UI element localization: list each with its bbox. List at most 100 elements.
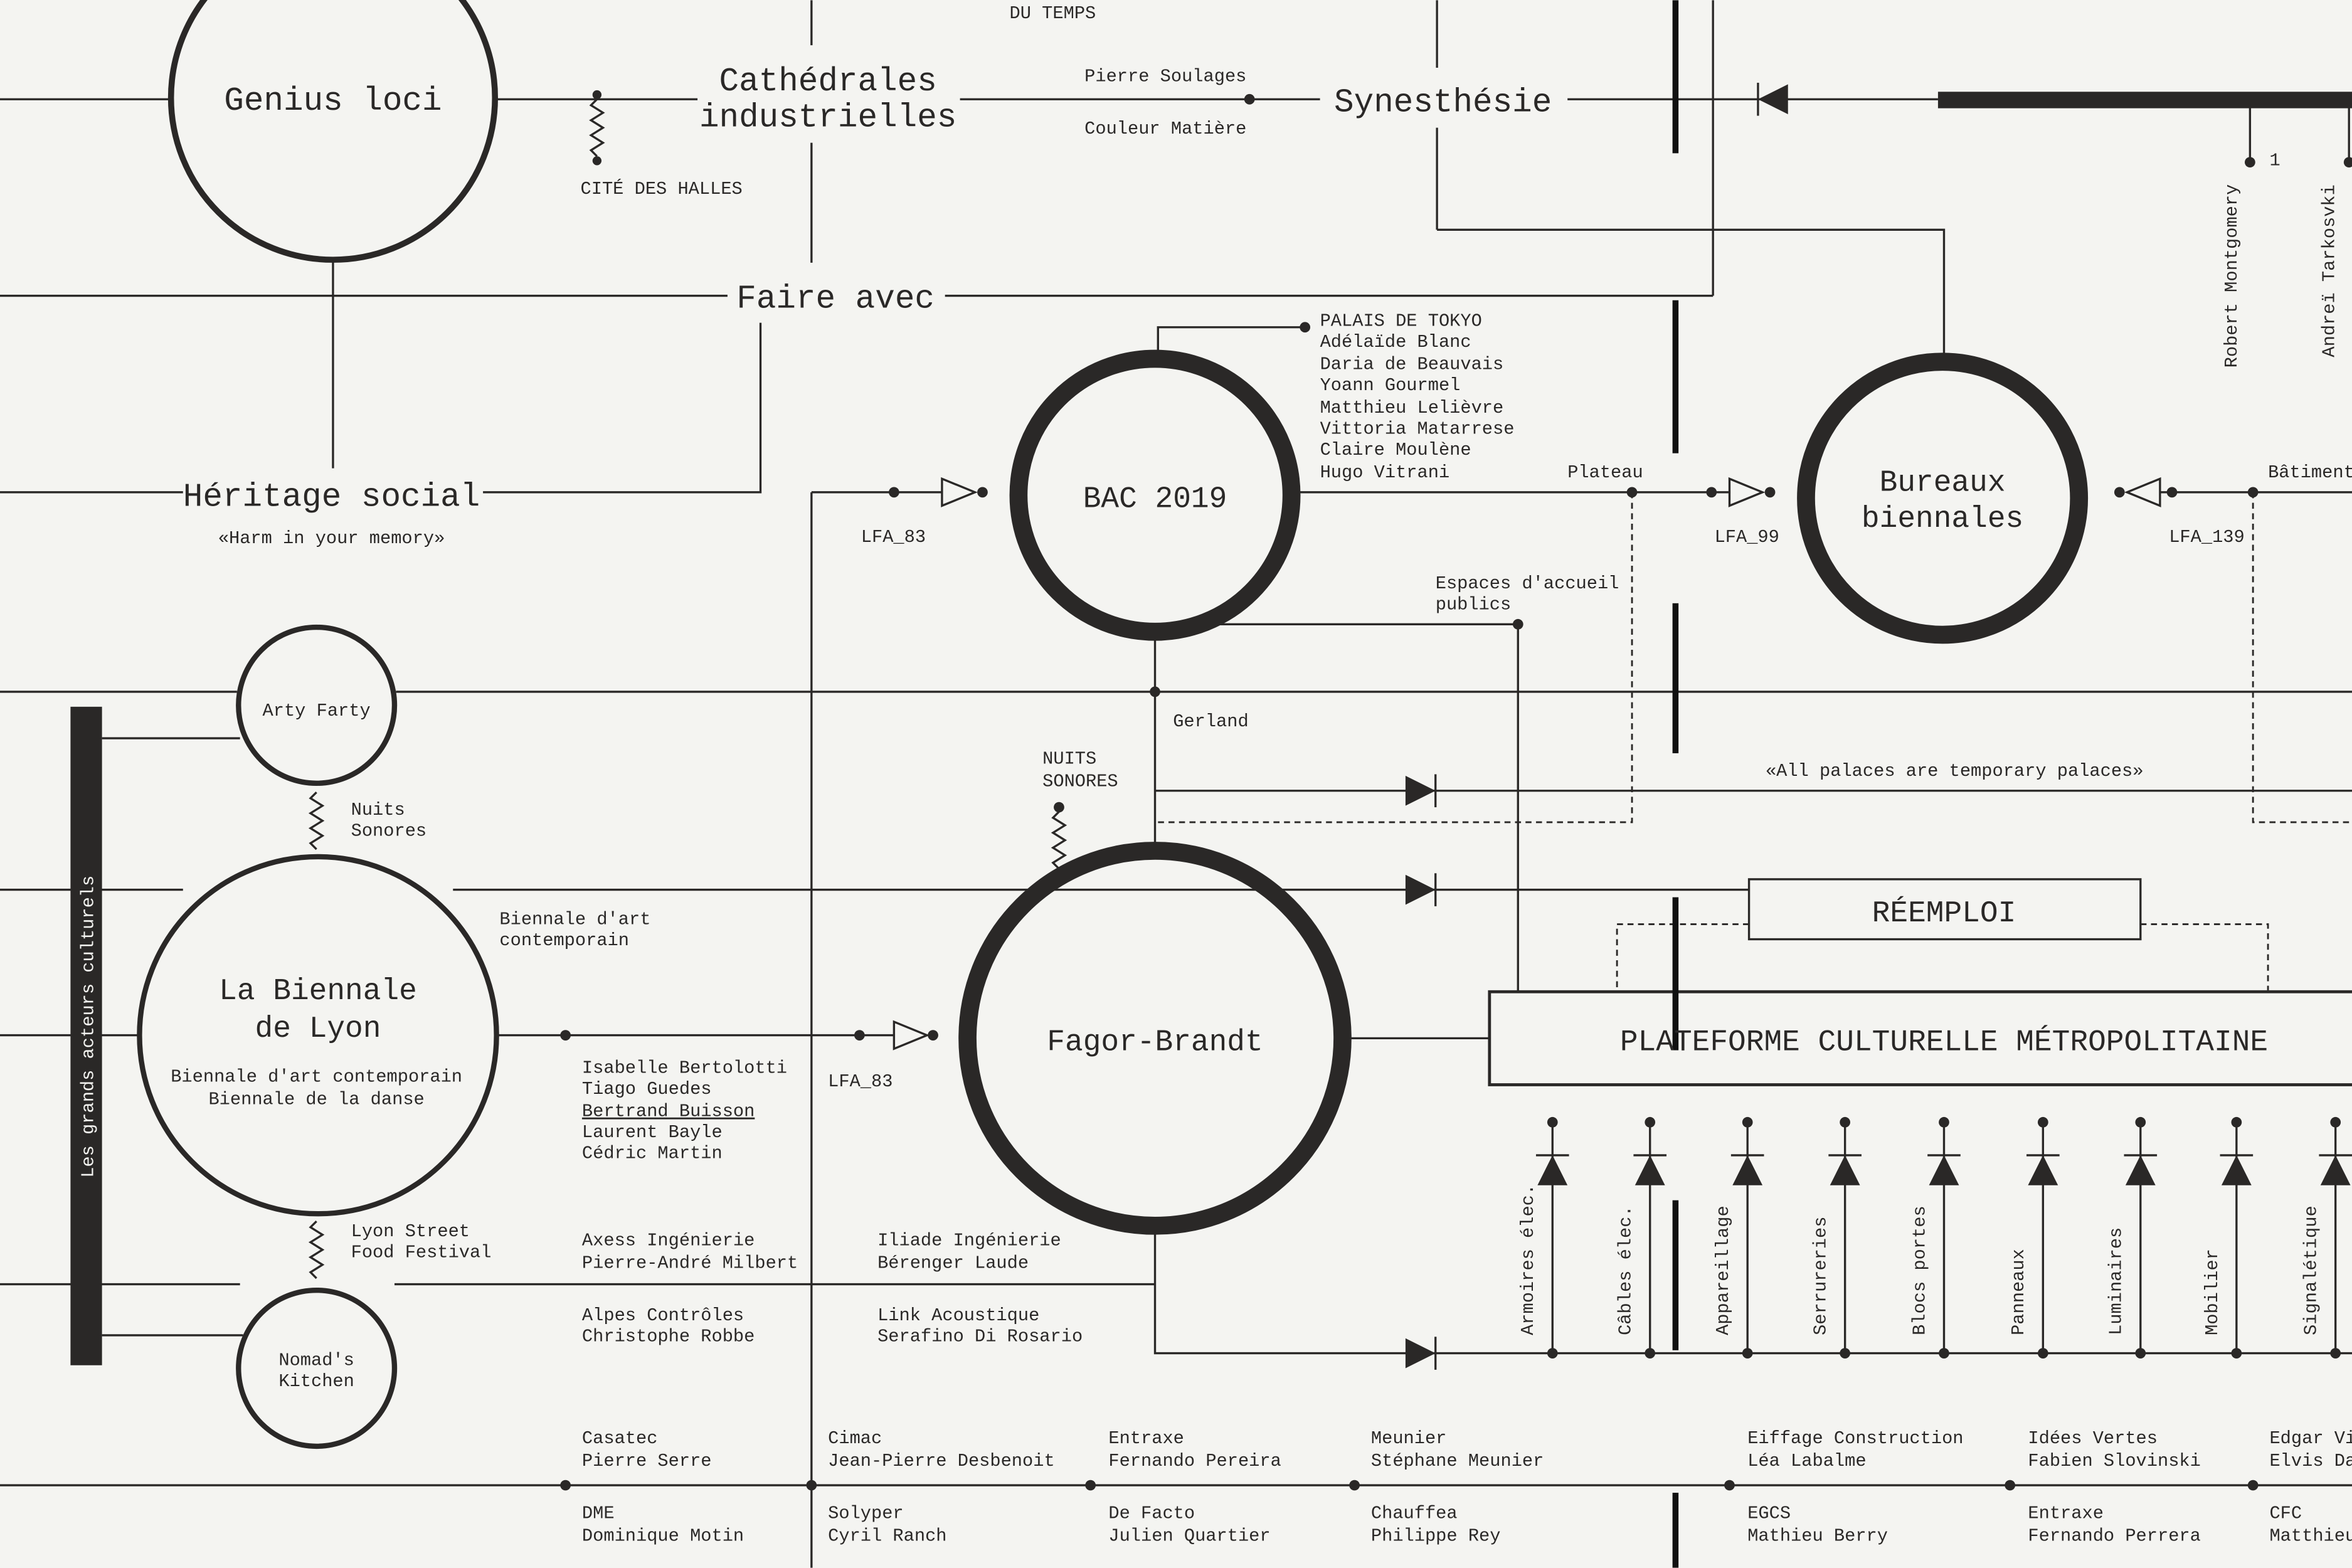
arrow-right-open-icon — [893, 1020, 930, 1051]
contractor-company: Solyper — [828, 1503, 904, 1524]
plateforme-label[interactable]: PLATEFORME CULTURELLE MÉTROPOLITAINE — [1620, 1025, 2268, 1060]
contractor-company: De Facto — [1108, 1503, 1195, 1524]
contractor-company: Idées Vertes — [2028, 1428, 2158, 1449]
contractor-company: Meunier — [1371, 1428, 1447, 1449]
node-circles — [137, 0, 2089, 1449]
heritage-quote: «Harm in your memory» — [218, 528, 445, 549]
biennale-art-1: Biennale d'art — [499, 909, 650, 930]
node-heritage-social[interactable]: Héritage social — [183, 478, 480, 516]
plateau-label: Plateau — [1567, 462, 1643, 483]
node-biennale-1[interactable]: La Biennale — [219, 975, 417, 1009]
contractor-person: Fernando Pereira — [1108, 1451, 1281, 1471]
street-food-2: Food Festival — [351, 1242, 492, 1263]
palais-de-tokyo-list: PALAIS DE TOKYO Adélaïde Blanc Daria de … — [1320, 310, 1515, 483]
contractor-person: Jean-Pierre Desbenoit — [828, 1451, 1055, 1471]
contractor-company: Cimac — [828, 1428, 882, 1449]
espaces-label-2: publics — [1436, 594, 1512, 615]
arrow-up-filled-icon — [1634, 1155, 1665, 1185]
material-dot — [2231, 1116, 2242, 1128]
node-synesthesie[interactable]: Synesthésie — [1334, 83, 1552, 121]
arrow-up-filled-icon — [2028, 1155, 2058, 1185]
node-faire-avec[interactable]: Faire avec — [736, 280, 935, 318]
sidebar-label: Les grands acteurs culturels — [78, 876, 98, 1178]
biennale-art-2: contemporain — [499, 930, 629, 951]
contractor-person: Fernando Perrera — [2028, 1526, 2200, 1547]
contractor-company: EGCS — [1747, 1503, 1791, 1524]
list-item: Hugo Vitrani — [1320, 462, 1450, 483]
node-nomads-2[interactable]: Kitchen — [278, 1371, 354, 1392]
sidebar-bar — [70, 706, 102, 1365]
partner-person: Christophe Robbe — [582, 1326, 755, 1347]
node-nomads-1[interactable]: Nomad's — [278, 1350, 354, 1371]
spring-connectors — [308, 98, 1067, 1279]
node-cathedrales-2[interactable]: industrielles — [699, 98, 956, 136]
material-dot — [1840, 1116, 1851, 1128]
contractor-person: Stéphane Meunier — [1371, 1451, 1544, 1471]
node-arty-farty[interactable]: Arty Farty — [263, 701, 371, 721]
node-genius-loci[interactable]: Genius loci — [224, 82, 442, 120]
node-fagor-brandt[interactable]: Fagor-Brandt — [1047, 1026, 1263, 1060]
biennale-people-list: Isabelle Bertolotti Tiago Guedes Bertran… — [582, 1057, 787, 1163]
node-cathedrales-1[interactable]: Cathédrales — [719, 63, 937, 100]
contractor-company: Entraxe — [1108, 1428, 1184, 1449]
nuits-sonores-2: Sonores — [351, 821, 427, 842]
contractor-company: Casatec — [582, 1428, 658, 1449]
lfa-99-label: LFA_99 — [1715, 527, 1779, 548]
arrow-up-filled-icon — [1830, 1155, 1860, 1185]
list-item-underlined[interactable]: Bertrand Buisson — [582, 1101, 755, 1122]
arrow-icons — [893, 82, 2161, 1370]
contractor-person: Fabien Slovinski — [2028, 1451, 2200, 1471]
biennale-sub-1: Biennale d'art contemporain — [171, 1067, 462, 1088]
material-dot — [2330, 1116, 2341, 1128]
contractor-company: Chauffea — [1371, 1503, 1458, 1524]
palaces-quote: «All palaces are temporary palaces» — [1766, 761, 2144, 781]
material-dot — [1547, 1116, 1558, 1128]
list-item: Daria de Beauvais — [1320, 354, 1504, 375]
partner-person: Bérenger Laude — [877, 1253, 1029, 1273]
street-food-1: Lyon Street — [351, 1221, 470, 1242]
arrow-right-filled-icon — [1405, 874, 1436, 905]
robert-montgomery-label: Robert Montgomery — [2222, 184, 2242, 368]
material-dot — [1645, 1116, 1656, 1128]
reemploi-label[interactable]: RÉEMPLOI — [1872, 896, 2016, 931]
material-dot — [1742, 1348, 1753, 1359]
material-dot — [1742, 1116, 1753, 1128]
material-label: Luminaires — [2106, 1227, 2127, 1335]
list-item: Yoann Gourmel — [1320, 375, 1461, 396]
list-item: Vittoria Matarrese — [1320, 419, 1515, 440]
contractor-person: Cyril Ranch — [828, 1526, 946, 1547]
contractor-person: Philippe Rey — [1371, 1526, 1501, 1547]
list-item: Laurent Bayle — [582, 1122, 723, 1143]
node-biennale-2[interactable]: de Lyon — [255, 1012, 381, 1046]
arrow-up-filled-icon — [2221, 1155, 2252, 1185]
pierre-soulages-label: Pierre Soulages — [1084, 66, 1246, 87]
biennale-sub-2: Biennale de la danse — [208, 1089, 424, 1110]
arrow-right-open-icon — [941, 477, 978, 507]
espaces-label-1: Espaces d'accueil — [1436, 573, 1619, 594]
nuits-sonores-1: Nuits — [351, 800, 405, 820]
material-label: Appareillage — [1713, 1205, 1734, 1335]
nuits-caps-2: SONORES — [1042, 771, 1118, 792]
node-bureaux-2[interactable]: biennales — [1862, 502, 2023, 536]
node-bureaux-1[interactable]: Bureaux — [1880, 466, 2006, 500]
arrow-up-filled-icon — [1732, 1155, 1763, 1185]
node-bac-2019[interactable]: BAC 2019 — [1083, 483, 1227, 517]
material-dot — [1645, 1348, 1656, 1359]
batiment-label: Bâtiment — [2268, 462, 2352, 483]
material-label: Blocs portes — [1909, 1205, 1930, 1335]
material-label: Câbles élec. — [1616, 1205, 1636, 1335]
partner-person: Serafino Di Rosario — [877, 1326, 1083, 1347]
arrow-right-filled-icon — [1405, 1338, 1436, 1369]
partners-list: Axess Ingénierie Pierre-André Milbert Al… — [582, 1230, 1083, 1347]
contractor-person: Mathieu Berry — [1747, 1526, 1888, 1547]
partner-company: Alpes Contrôles — [582, 1305, 744, 1326]
andrei-tarkovski-label: Andreï Tarkosvki — [2319, 184, 2339, 357]
couleur-matiere-label: Couleur Matière — [1084, 119, 1246, 139]
lfa-83-mid-label: LFA_83 — [828, 1071, 893, 1092]
contractor-company: Eiffage Construction — [1747, 1428, 1963, 1449]
contractor-company: Edgar Vi — [2269, 1428, 2352, 1449]
arrow-up-filled-icon — [1929, 1155, 1959, 1185]
reemploi-box — [1747, 878, 2142, 941]
